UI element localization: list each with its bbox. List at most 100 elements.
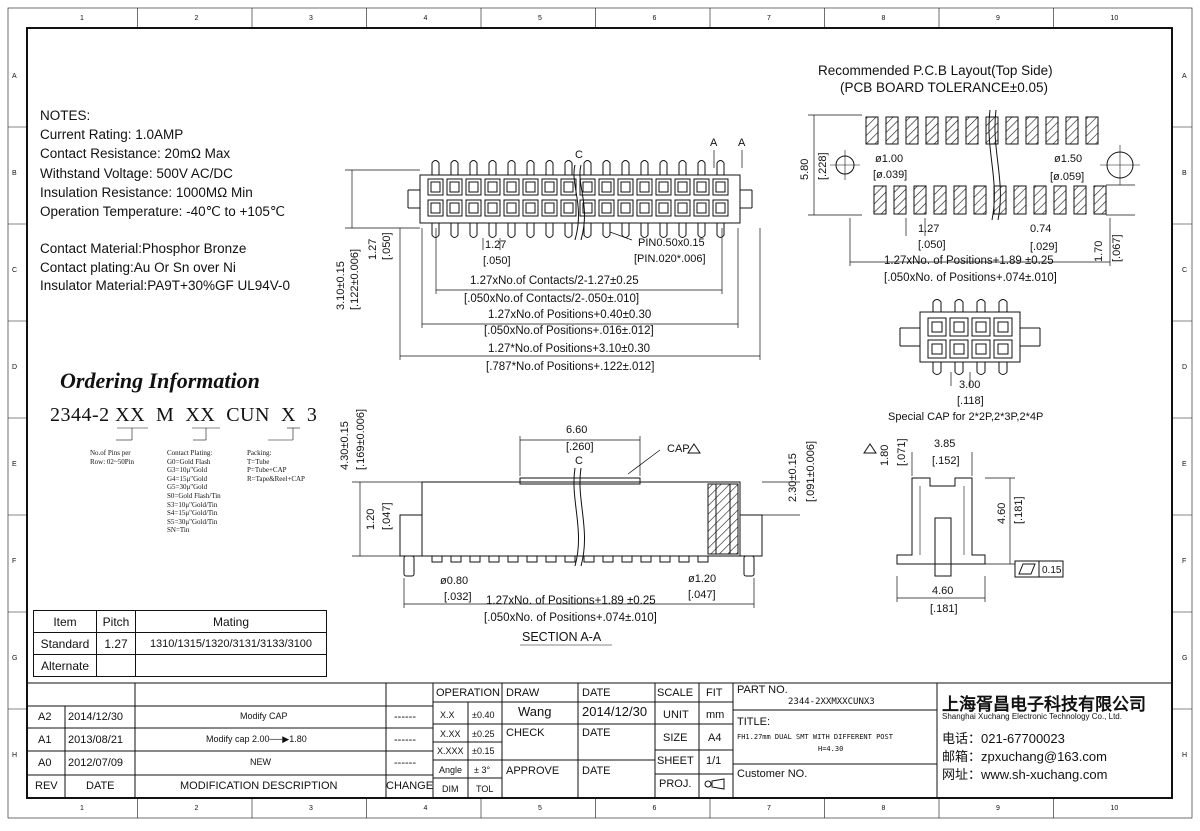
cap-lead-bottom	[954, 362, 964, 375]
contact-lead-top	[621, 160, 630, 175]
end-d1-in: [.071]	[896, 438, 908, 466]
end-d2-in: [.152]	[932, 455, 960, 467]
zone-col-number: 5	[538, 15, 542, 22]
side-contact-foot	[450, 555, 462, 563]
end-warning-icon	[863, 443, 877, 454]
side-contact-foot	[488, 555, 500, 563]
post-large-in: [.047]	[688, 589, 716, 601]
dim3-mm: 1.27*No.of Positions+3.10±0.30	[488, 343, 650, 355]
hole-small-in: [ø.039]	[873, 169, 907, 181]
end-d3-mm: 4.60	[996, 503, 1008, 524]
outer-frame	[7, 7, 1193, 819]
tol-xxxx-val: ±0.15	[472, 746, 495, 756]
title-label: TITLE:	[737, 716, 771, 728]
top-height-mm: 3.10±0.15	[335, 261, 347, 310]
zone-row-letter: B	[1182, 170, 1187, 177]
operation-label: OPERATION	[436, 687, 500, 699]
part-no-label: PART NO.	[737, 684, 788, 696]
contact-cell-upper	[693, 178, 710, 196]
end-d3-in: [.181]	[1013, 496, 1025, 524]
zone-row-letter: E	[12, 461, 17, 468]
mating-header-pitch: Pitch	[96, 610, 136, 633]
contact-cell-upper	[636, 178, 653, 196]
company-web: 网址：www.sh-xuchang.com	[942, 767, 1108, 782]
contact-cell-upper	[598, 178, 615, 196]
contact-cell-lower	[465, 199, 482, 217]
hole-large-mm: ø1.50	[1054, 153, 1082, 165]
contact-cell-upper	[579, 178, 596, 196]
contact-lead-top	[564, 160, 573, 175]
contact-lead-bottom	[488, 223, 497, 238]
contact-lead-bottom	[526, 223, 535, 238]
cap-lead-top	[976, 299, 986, 312]
contact-lead-bottom	[678, 223, 687, 238]
zone-col-number: 10	[1111, 15, 1119, 22]
note-insulation-resistance: Insulation Resistance: 1000MΩ Min	[40, 184, 253, 200]
part-no: 2344-2XXMXXCUNX3	[788, 697, 875, 707]
zone-col-number: 1	[80, 805, 84, 812]
zone-col-number: 8	[882, 15, 886, 22]
contact-cell-upper	[655, 178, 672, 196]
mating-table: Item Pitch Mating Standard 1.27 1310/131…	[33, 610, 327, 677]
unit-label: UNIT	[663, 709, 689, 721]
contact-cell-upper	[446, 178, 463, 196]
date-label-check: DATE	[582, 727, 611, 739]
unit-value: mm	[706, 709, 725, 721]
pcb-pad-w-mm: 0.74	[1030, 223, 1051, 235]
mating-header-item: Item	[33, 610, 97, 633]
sheet-value: 1/1	[706, 755, 722, 767]
top-view: C A A 1.27 [.050] PIN0.50x0.15 [PIN.020*…	[335, 137, 761, 373]
contact-cell-upper	[712, 178, 729, 196]
flatness-value: 0.15	[1042, 565, 1062, 576]
cap-dim-mm: 3.00	[959, 379, 980, 391]
pcb-pad-bottom	[1053, 185, 1067, 215]
dim2-in: [.050xNo.of Positions+.016±.012]	[484, 325, 654, 337]
zone-col-number: 9	[996, 15, 1000, 22]
cap-cell-lower	[971, 339, 991, 359]
contact-lead-bottom	[431, 223, 440, 238]
side-c-label: C	[575, 455, 583, 467]
company-phone: 电话：021-67700023	[942, 731, 1065, 746]
contact-lead-top	[678, 160, 687, 175]
pcb-pad-bottom	[1033, 185, 1047, 215]
dim-label: DIM	[442, 784, 459, 794]
company-name-en: Shanghai Xuchang Electronic Technology C…	[942, 712, 1122, 721]
draw-label: DRAW	[506, 687, 540, 699]
zone-col-number: 3	[309, 805, 313, 812]
zone-row-letter: B	[12, 170, 17, 177]
pcb-pad-top	[965, 116, 979, 145]
pcb-pad-bottom	[1013, 185, 1027, 215]
contact-lead-top	[716, 160, 725, 175]
pin-size-mm: PIN0.50x0.15	[638, 237, 705, 249]
end-d4-in: [.181]	[930, 603, 958, 615]
ordering-plating-label: Contact Plating: G0=Gold Flash G3=10μ"Go…	[167, 449, 221, 535]
contact-lead-bottom	[621, 223, 630, 238]
contact-cell-lower	[484, 199, 501, 217]
notes-header: NOTES:	[40, 108, 91, 123]
top-pitch-in: [.050]	[483, 255, 511, 267]
pin-size-in: [PIN.020*.006]	[634, 253, 706, 265]
date-label-draw: DATE	[582, 687, 611, 699]
zone-col-number: 7	[767, 805, 771, 812]
side-t-in: [.047]	[381, 502, 393, 530]
zone-col-number: 10	[1111, 805, 1119, 812]
zone-row-letter: H	[12, 752, 17, 759]
contact-lead-bottom	[469, 223, 478, 238]
contact-cell-lower	[674, 199, 691, 217]
cap-warning-icon	[687, 443, 701, 454]
zone-col-number: 6	[653, 15, 657, 22]
row-pitch-in: [.050]	[381, 232, 393, 260]
zone-row-letter: H	[1182, 752, 1187, 759]
side-contact-foot	[602, 555, 614, 563]
pcb-pad-top	[1025, 116, 1039, 145]
side-contact-foot	[678, 555, 690, 563]
contact-lead-top	[640, 160, 649, 175]
contact-cell-upper	[560, 178, 577, 196]
hole-small-mm: ø1.00	[875, 153, 903, 165]
dim3-in: [.787*No.of Positions+.122±.012]	[486, 361, 654, 373]
side-t-mm: 1.20	[365, 509, 377, 530]
company-email: 邮箱：zpxuchang@163.com	[942, 749, 1107, 764]
zone-row-letter: G	[12, 655, 17, 662]
zone-col-number: 4	[424, 805, 428, 812]
